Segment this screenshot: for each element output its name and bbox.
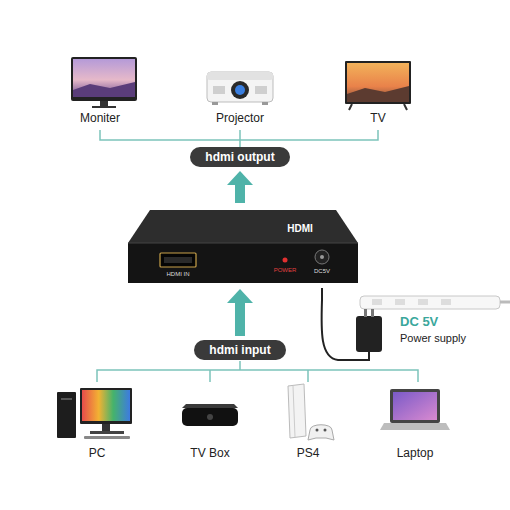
- device-label: Laptop: [397, 446, 434, 460]
- device-label: PS4: [297, 446, 320, 460]
- flow-arrow: [227, 171, 253, 203]
- led-label: POWER: [270, 267, 300, 273]
- port-label: HDMI IN: [158, 271, 198, 277]
- input-pill: hdmi input: [194, 340, 285, 360]
- power-label: DC 5V: [400, 314, 438, 330]
- device-label: Moniter: [80, 111, 120, 125]
- pill-text: hdmi input: [194, 340, 285, 360]
- output-pill: hdmi output: [190, 147, 289, 167]
- pill-text: hdmi output: [190, 147, 289, 167]
- brand-logo: HDMI: [275, 224, 325, 234]
- hdmi-splitter: HDMI HDMI IN POWER DC5V: [125, 207, 361, 285]
- power-label: Power supply: [400, 332, 466, 345]
- device-label: TV Box: [190, 446, 229, 460]
- device-label: PC: [89, 446, 106, 460]
- jack-label: DC5V: [307, 268, 337, 274]
- device-label: Projector: [216, 111, 264, 125]
- flow-arrow: [227, 289, 253, 336]
- device-label: TV: [370, 111, 385, 125]
